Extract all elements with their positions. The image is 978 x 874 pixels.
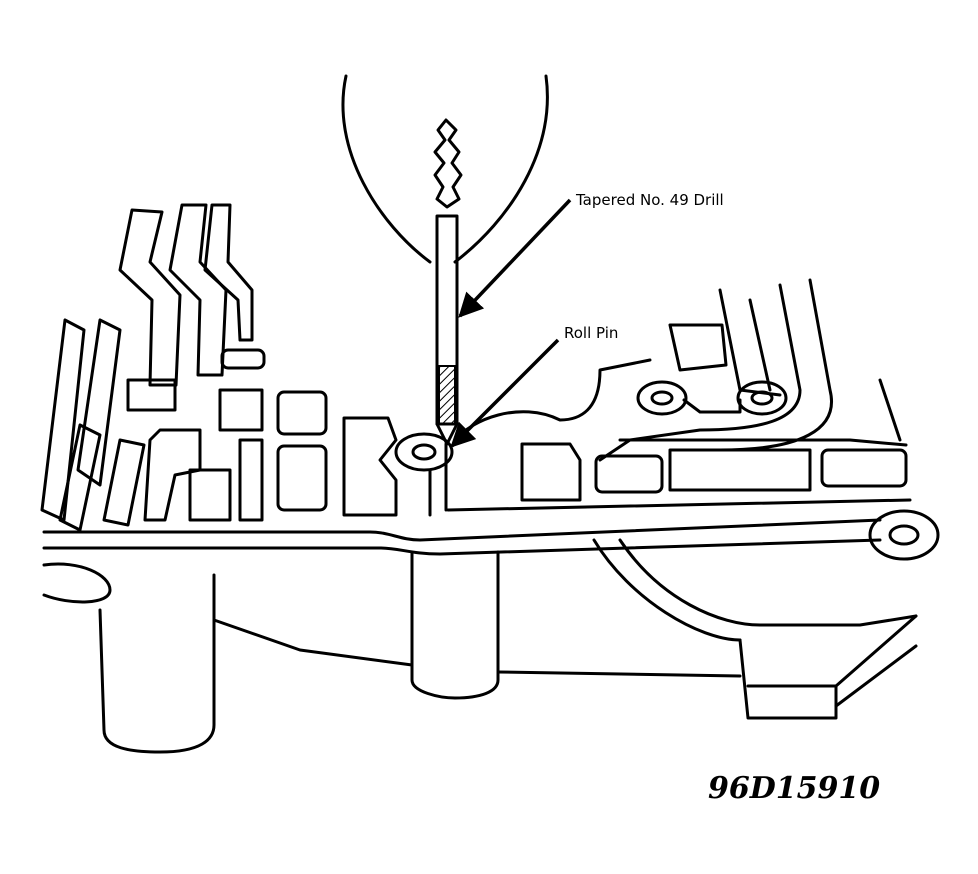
- roll-pin-boss: [394, 432, 454, 517]
- left-passages: [40, 203, 266, 532]
- hand-outline: [341, 74, 549, 264]
- roll-pin-label: Roll Pin: [564, 324, 618, 342]
- middle-chambers: [276, 390, 582, 517]
- roll-pin-callout-arrow: [450, 338, 560, 448]
- right-passages: [454, 278, 908, 494]
- drill-label: Tapered No. 49 Drill: [575, 191, 724, 209]
- drill-callout-arrow: [458, 198, 572, 318]
- figure-id: 96D15910: [708, 771, 880, 806]
- drill-bit: [433, 118, 463, 446]
- main-rail: [42, 498, 940, 561]
- lower-casing: [42, 538, 918, 754]
